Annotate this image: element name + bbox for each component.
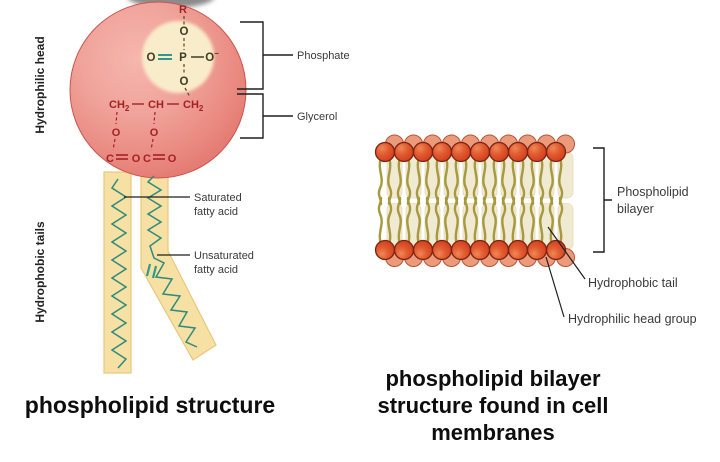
right-caption-line2: structure found in cell	[377, 393, 608, 418]
bilayer-label: Phospholipid	[617, 185, 689, 199]
saturated-label: Saturated	[194, 192, 242, 204]
hydrophobic-tail-label: Hydrophobic tail	[588, 276, 678, 290]
atom-r: R	[179, 4, 187, 16]
double-bond-c-o	[153, 154, 165, 160]
double-bond-mark	[145, 263, 158, 279]
atom-c: C	[143, 153, 151, 165]
group-ch: CH	[148, 99, 164, 111]
atom-o-ester: O	[150, 127, 159, 139]
bilayer-label-line2: bilayer	[617, 202, 654, 216]
atom-o: O	[168, 153, 177, 165]
phosphate-circle	[142, 21, 214, 93]
atom-o: O	[180, 26, 189, 38]
atom-o: O	[132, 153, 141, 165]
bond-o-c	[150, 138, 154, 151]
right-caption-line3: membranes	[431, 420, 555, 445]
group-ch2-right: CH2	[183, 99, 204, 113]
saturated-tail-rect	[103, 171, 132, 374]
phosphate-bracket	[237, 21, 293, 90]
unsaturated-label-line2: fatty acid	[194, 264, 238, 276]
hydrophobic-tail-lead-line	[547, 226, 586, 280]
phosphate-label: Phosphate	[297, 50, 350, 62]
glycerol-label: Glycerol	[297, 111, 337, 123]
bond-o-c	[112, 138, 116, 151]
hydrophilic-head-label: Hydrophilic head group	[568, 312, 697, 326]
atom-o-minus: O−	[205, 49, 219, 64]
atom-c: C	[106, 153, 114, 165]
atom-o: O	[147, 52, 156, 64]
bond-ch-o	[153, 111, 156, 125]
unsaturated-zigzag	[146, 175, 198, 348]
bond-ch2-o	[115, 111, 118, 125]
saturated-label-line2: fatty acid	[194, 206, 238, 218]
hydrophobic-tails-side-label: Hydrophobic tails	[33, 221, 47, 323]
bond-o-ch2	[184, 87, 191, 98]
hydrophilic-head-side-label: Hydrophilic head	[33, 36, 47, 133]
atom-o-ester: O	[112, 127, 121, 139]
bilayer-bracket	[593, 147, 612, 253]
atom-p: P	[179, 52, 187, 64]
right-caption: phospholipid bilayer	[385, 366, 601, 391]
double-bond-c-o	[116, 154, 128, 160]
left-caption: phospholipid structure	[25, 392, 275, 418]
bilayer-graphic	[374, 134, 575, 267]
atom-o: O	[180, 76, 189, 88]
glycerol-bracket	[237, 93, 293, 139]
group-ch2-left: CH2	[109, 99, 130, 113]
saturated-zigzag	[110, 178, 128, 369]
unsaturated-label: Unsaturated	[194, 250, 254, 262]
hydrophilic-head-lead-line	[545, 256, 565, 318]
double-bond-o-p	[158, 54, 172, 60]
